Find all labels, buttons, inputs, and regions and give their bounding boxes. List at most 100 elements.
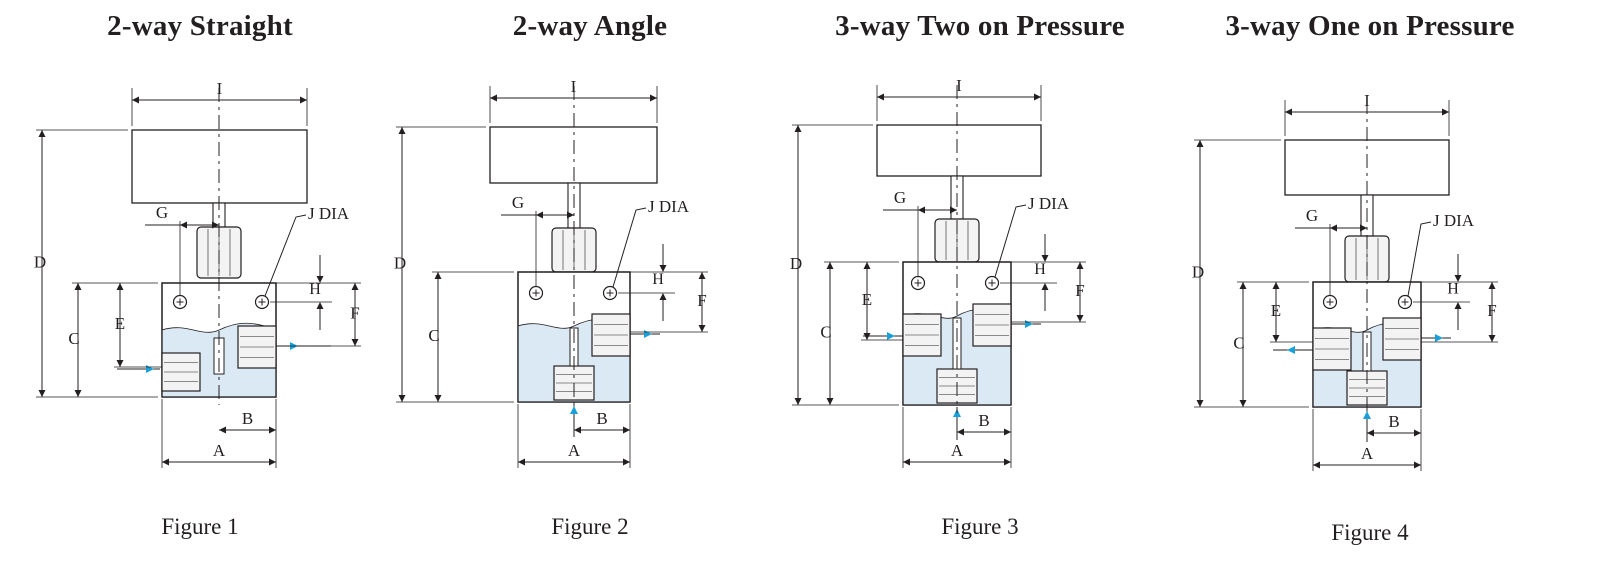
dimension-F: F	[697, 272, 707, 332]
dimension-arrow	[1285, 108, 1292, 116]
dimension-arrow	[38, 390, 46, 397]
dimension-label: H	[1447, 281, 1459, 298]
dimension-arrow	[1272, 282, 1280, 289]
dimension-arrow	[351, 283, 359, 290]
figure-title: 2-way Angle	[512, 10, 668, 42]
dimension-I: I	[877, 76, 1041, 101]
dimension-arrow	[180, 221, 187, 229]
dimension-label: C	[68, 329, 79, 348]
dimension-D: D	[1192, 140, 1204, 407]
figure-title: 3-way Two on Pressure	[835, 10, 1125, 42]
dimension-I: I	[1285, 91, 1449, 116]
dimension-arrow	[1041, 283, 1049, 290]
flow-arrow-left	[1287, 346, 1295, 354]
dimension-arrow	[1360, 224, 1367, 232]
dimension-arrow	[269, 426, 276, 434]
dimension-label: I	[1364, 91, 1370, 110]
dimension-label: B	[596, 409, 607, 428]
dimension-label: B	[978, 411, 989, 430]
dimension-label: A	[1361, 444, 1374, 463]
dimension-arrow	[1004, 428, 1011, 436]
dimension-C: C	[68, 283, 82, 397]
dimension-label: J DIA	[1433, 211, 1475, 230]
dimension-arrow	[398, 395, 406, 402]
dimension-J: J DIA	[994, 194, 1070, 278]
dimension-D: D	[790, 125, 802, 405]
dimension-arrow	[434, 395, 442, 402]
dimension-arrow	[950, 206, 957, 214]
dimension-A: A	[518, 441, 630, 466]
dimension-arrow	[1076, 262, 1084, 269]
mounting-hole-left	[910, 275, 926, 291]
dimension-label: F	[1487, 301, 1496, 320]
dimension-D: D	[34, 130, 46, 397]
dimension-arrow	[116, 360, 124, 367]
dimension-arrow	[1196, 400, 1204, 407]
dimension-H: H	[1034, 234, 1049, 311]
dimension-F: F	[1487, 282, 1497, 342]
valve-drawing-3-way-one-on-pressure: I D C E F H G J DIA AB	[1192, 91, 1498, 471]
flow-arrow-out	[644, 330, 652, 338]
dimension-arrow	[1442, 108, 1449, 116]
dimension-label: H	[652, 271, 664, 288]
dimension-label: I	[217, 79, 223, 98]
dimension-arrow	[877, 93, 884, 101]
mounting-hole-left	[528, 285, 544, 301]
dimension-arrow	[300, 96, 307, 104]
outlet-port-right	[972, 303, 1012, 347]
flow-arrow-in	[1363, 411, 1371, 419]
dimension-E: E	[1271, 282, 1281, 342]
dimension-arrow	[863, 333, 871, 340]
dimension-arrow	[1488, 335, 1496, 342]
dimension-C: C	[1233, 282, 1247, 407]
dimension-arrow	[698, 325, 706, 332]
flow-arrow-left	[887, 332, 895, 340]
dimension-D: D	[394, 127, 406, 402]
dimension-label: G	[156, 203, 168, 222]
dimension-arrow	[1041, 255, 1049, 262]
dimension-label: C	[428, 326, 439, 345]
dimension-G: G	[501, 193, 574, 286]
dimension-label: F	[1075, 281, 1084, 300]
leader-line	[1407, 221, 1432, 297]
dimension-arrow	[903, 458, 910, 466]
dimension-arrow	[490, 94, 497, 102]
dimension-arrow	[1034, 93, 1041, 101]
dimension-C: C	[428, 272, 442, 402]
dimension-I: I	[490, 77, 657, 102]
dimension-label: H	[309, 281, 321, 298]
figure-caption: Figure 3	[941, 514, 1019, 539]
dimension-label: G	[1306, 206, 1318, 225]
figure-caption: Figure 2	[551, 514, 629, 539]
inlet-port-left	[161, 352, 201, 392]
dimension-arrow	[434, 272, 442, 279]
dimension-J: J DIA	[264, 204, 350, 297]
flow-arrow-in	[146, 365, 154, 373]
dimension-arrow	[698, 272, 706, 279]
dimension-arrow	[794, 398, 802, 405]
dimension-arrow	[794, 125, 802, 132]
dimension-label: C	[820, 322, 831, 341]
dimension-arrow	[659, 265, 667, 272]
dimension-arrow	[269, 458, 276, 466]
dimension-label: D	[790, 254, 802, 273]
figure-caption: Figure 4	[1331, 520, 1409, 545]
outlet-port-right	[237, 325, 277, 369]
dimension-arrow	[1004, 458, 1011, 466]
dimension-E: E	[115, 283, 125, 367]
dimension-arrow	[162, 458, 169, 466]
dimension-B: B	[574, 409, 630, 434]
dimension-label: F	[697, 291, 706, 310]
dimension-label: A	[951, 441, 964, 460]
dimension-label: G	[894, 188, 906, 207]
dimension-arrow	[536, 211, 543, 219]
dimension-B: B	[1367, 412, 1421, 437]
dimension-arrow	[398, 127, 406, 134]
dimension-arrow	[957, 428, 964, 436]
dimension-arrow	[38, 130, 46, 137]
dimension-A: A	[1313, 444, 1421, 469]
dimension-label: C	[1233, 333, 1244, 352]
dimension-G: G	[145, 203, 219, 295]
mounting-hole-right	[254, 294, 270, 310]
